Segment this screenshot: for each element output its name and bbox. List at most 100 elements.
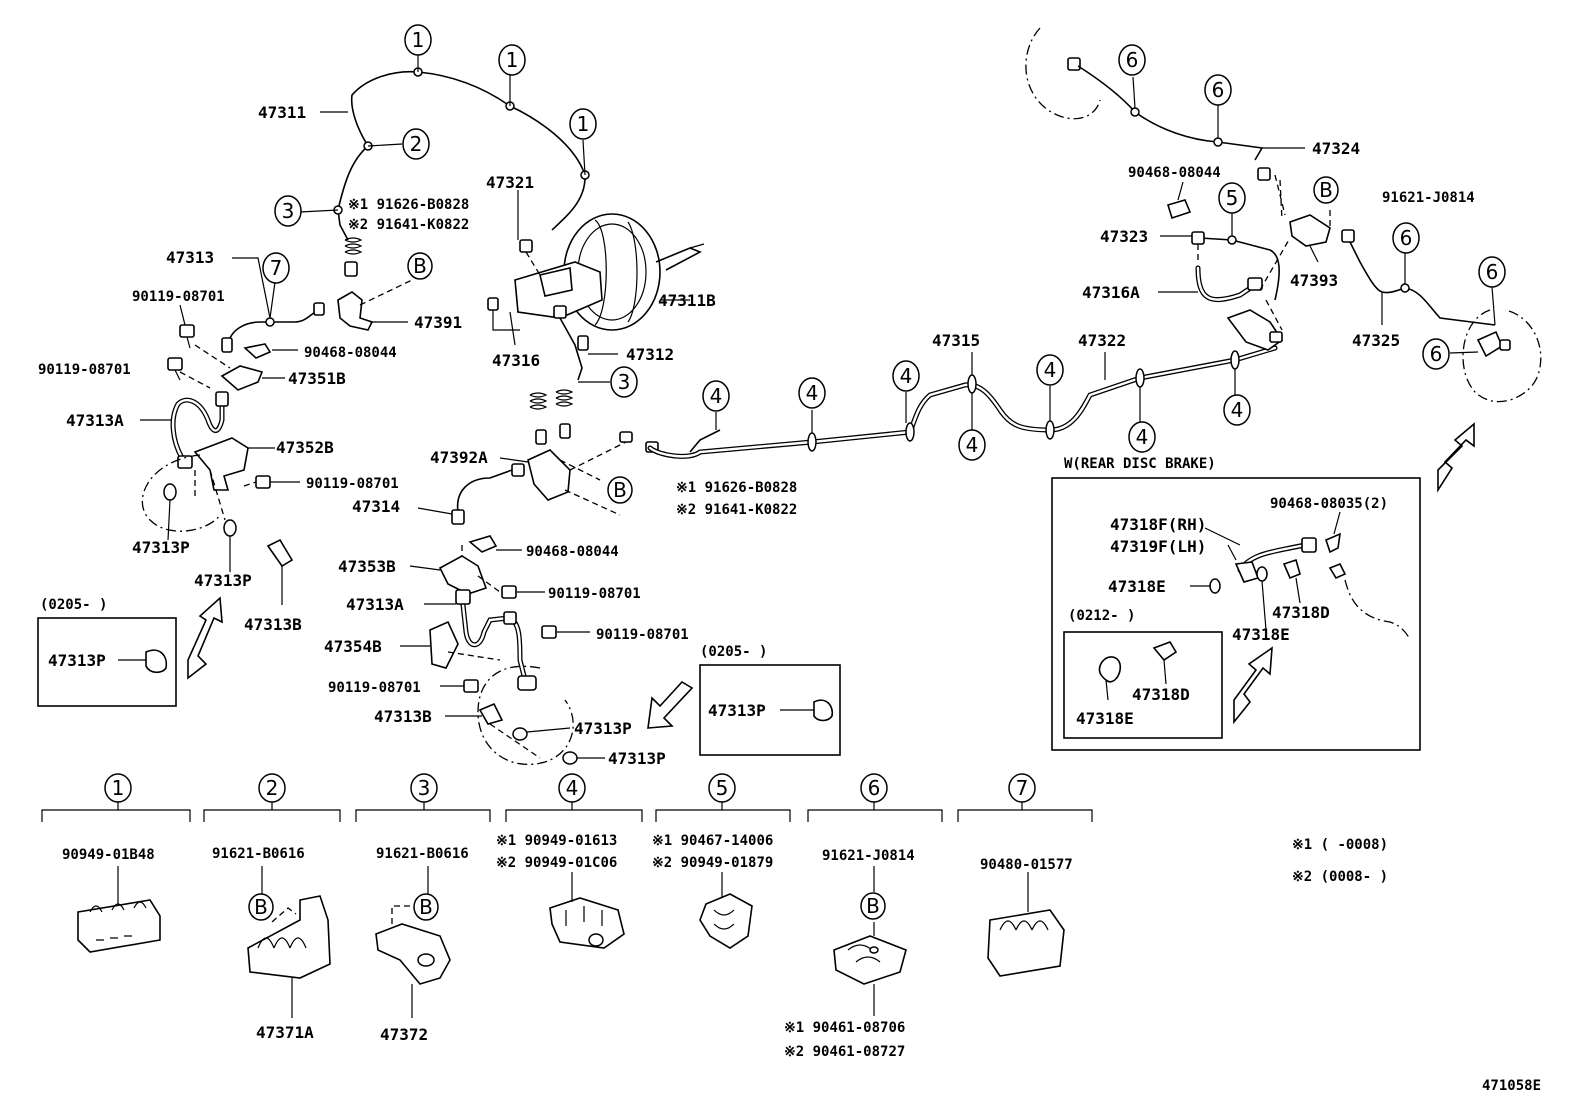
label-47313: 47313 (166, 248, 214, 267)
callout-text: 6 (1400, 226, 1413, 250)
line-47324 (1077, 65, 1305, 216)
bolt-47313B-left (266, 538, 294, 605)
rear-47319F: 47319F(LH) (1110, 537, 1206, 556)
callout-text: B (254, 895, 268, 919)
label-90468-c: 90468-08044 (1128, 165, 1221, 181)
label-47313B-mid: 47313B (374, 707, 432, 726)
junction-47392A (499, 431, 659, 516)
label-47311: 47311 (258, 103, 306, 122)
label-90119-e: 90119-08701 (596, 627, 689, 643)
callout-number-6: 6 (1478, 256, 1506, 288)
clamp2-sub: 47371A (256, 1023, 314, 1042)
callout-number-2: 2 (402, 128, 430, 160)
line-47325 (1341, 229, 1496, 326)
clamp3-part: 91621-B0616 (376, 846, 469, 862)
callout-number-6: 6 (1118, 44, 1146, 76)
label-47311B: 47311B (658, 291, 716, 310)
clamp-header-7: 7 (1008, 773, 1036, 803)
bracket-47353B (409, 545, 501, 595)
box-0212-sub (1063, 631, 1223, 739)
callout-number-5: 5 (1218, 182, 1246, 214)
callout-text: 6 (1212, 78, 1225, 102)
clamp-header-text: 5 (716, 776, 729, 800)
clamp4-a: ※1 90949-01613 (496, 833, 617, 849)
left-bolts (167, 304, 231, 389)
rear-47318E-c: 47318E (1076, 709, 1134, 728)
callout-text: 4 (900, 364, 913, 388)
clamp-4-shape (549, 872, 625, 949)
callout-b-marker: B (413, 893, 439, 921)
label-47393: 47393 (1290, 271, 1338, 290)
label-47316: 47316 (492, 351, 540, 370)
callout-text: 2 (410, 132, 423, 156)
callout-b-marker: B (248, 893, 274, 921)
label-91621-J0814-top: 91621-J0814 (1382, 190, 1475, 206)
callout-text: B (419, 895, 433, 919)
callout-text: 4 (1231, 398, 1244, 422)
hose-47313A-left (140, 391, 229, 469)
main-pipe-47315 (647, 345, 1278, 459)
rear-sub-parts (1098, 641, 1178, 701)
callout-b-marker: B (1313, 176, 1339, 204)
line-47311 (299, 55, 590, 241)
label-47313P-1: 47313P (132, 538, 190, 557)
rear-47318D-a: 47318D (1272, 603, 1330, 622)
rear-drum-left (1025, 27, 1101, 120)
clip-90468-a (243, 343, 298, 359)
text-labels: 47311 47321 47313 90119-08701 90119-0870… (38, 103, 1541, 1094)
label-47392A: 47392A (430, 448, 488, 467)
label-47353B: 47353B (338, 557, 396, 576)
line-47312 (559, 317, 618, 381)
callout-number-4: 4 (702, 380, 730, 412)
clip-90468-b (468, 535, 522, 553)
label-47322: 47322 (1078, 331, 1126, 350)
callout-text: B (413, 254, 427, 278)
rear-47318E-a: 47318E (1108, 577, 1166, 596)
hose-47316A (1158, 237, 1291, 303)
clamp3-sub: 47372 (380, 1025, 428, 1044)
box-left-label: 47313P (48, 651, 106, 670)
callout-text: B (613, 478, 627, 502)
label-90119-f: 90119-08701 (328, 680, 421, 696)
label-47352B: 47352B (276, 438, 334, 457)
clamp-header-text: 2 (266, 776, 279, 800)
master-cylinder (487, 190, 603, 346)
hose-coil-left (344, 237, 363, 277)
callout-text: 5 (1226, 186, 1239, 210)
label-47313B-left: 47313B (244, 615, 302, 634)
callout-number-6: 6 (1204, 74, 1232, 106)
label-90119-c: 90119-08701 (306, 476, 399, 492)
label-47391: 47391 (414, 313, 462, 332)
callout-number-3: 3 (610, 366, 638, 398)
box-left-part (118, 649, 168, 674)
callout-text: 4 (1136, 425, 1149, 449)
box-left-date: (0205- ) (40, 597, 107, 613)
label-47351B: 47351B (288, 369, 346, 388)
label-47312: 47312 (626, 345, 674, 364)
clamp1-part: 90949-01B48 (62, 847, 155, 863)
note-top-2: ※2 91641-K0822 (348, 217, 469, 233)
callout-text: 6 (1126, 48, 1139, 72)
clip-90468-c (1166, 181, 1192, 220)
junction-rear (1226, 299, 1284, 351)
note-top-1: ※1 91626-B0828 (348, 197, 469, 213)
clamp5-b: ※2 90949-01879 (652, 855, 773, 871)
callout-text: 6 (1430, 342, 1443, 366)
rear-90468: 90468-08035(2) (1270, 496, 1388, 512)
clamp-3-shape (375, 866, 451, 1018)
clamp-7-shape (987, 872, 1065, 977)
clamp-brackets (41, 800, 1093, 822)
clamp-header-text: 3 (418, 776, 431, 800)
callout-number-6: 6 (1422, 338, 1450, 370)
callout-text: 4 (710, 384, 723, 408)
bolt-90119-f (440, 679, 479, 693)
callout-text: B (1319, 178, 1333, 202)
callout-number-4: 4 (892, 360, 920, 392)
label-90119-a: 90119-08701 (132, 289, 225, 305)
label-47354B: 47354B (324, 637, 382, 656)
label-47314: 47314 (352, 497, 400, 516)
callout-text: 3 (618, 370, 631, 394)
callout-number-4: 4 (798, 377, 826, 409)
callout-number-3: 3 (274, 195, 302, 227)
